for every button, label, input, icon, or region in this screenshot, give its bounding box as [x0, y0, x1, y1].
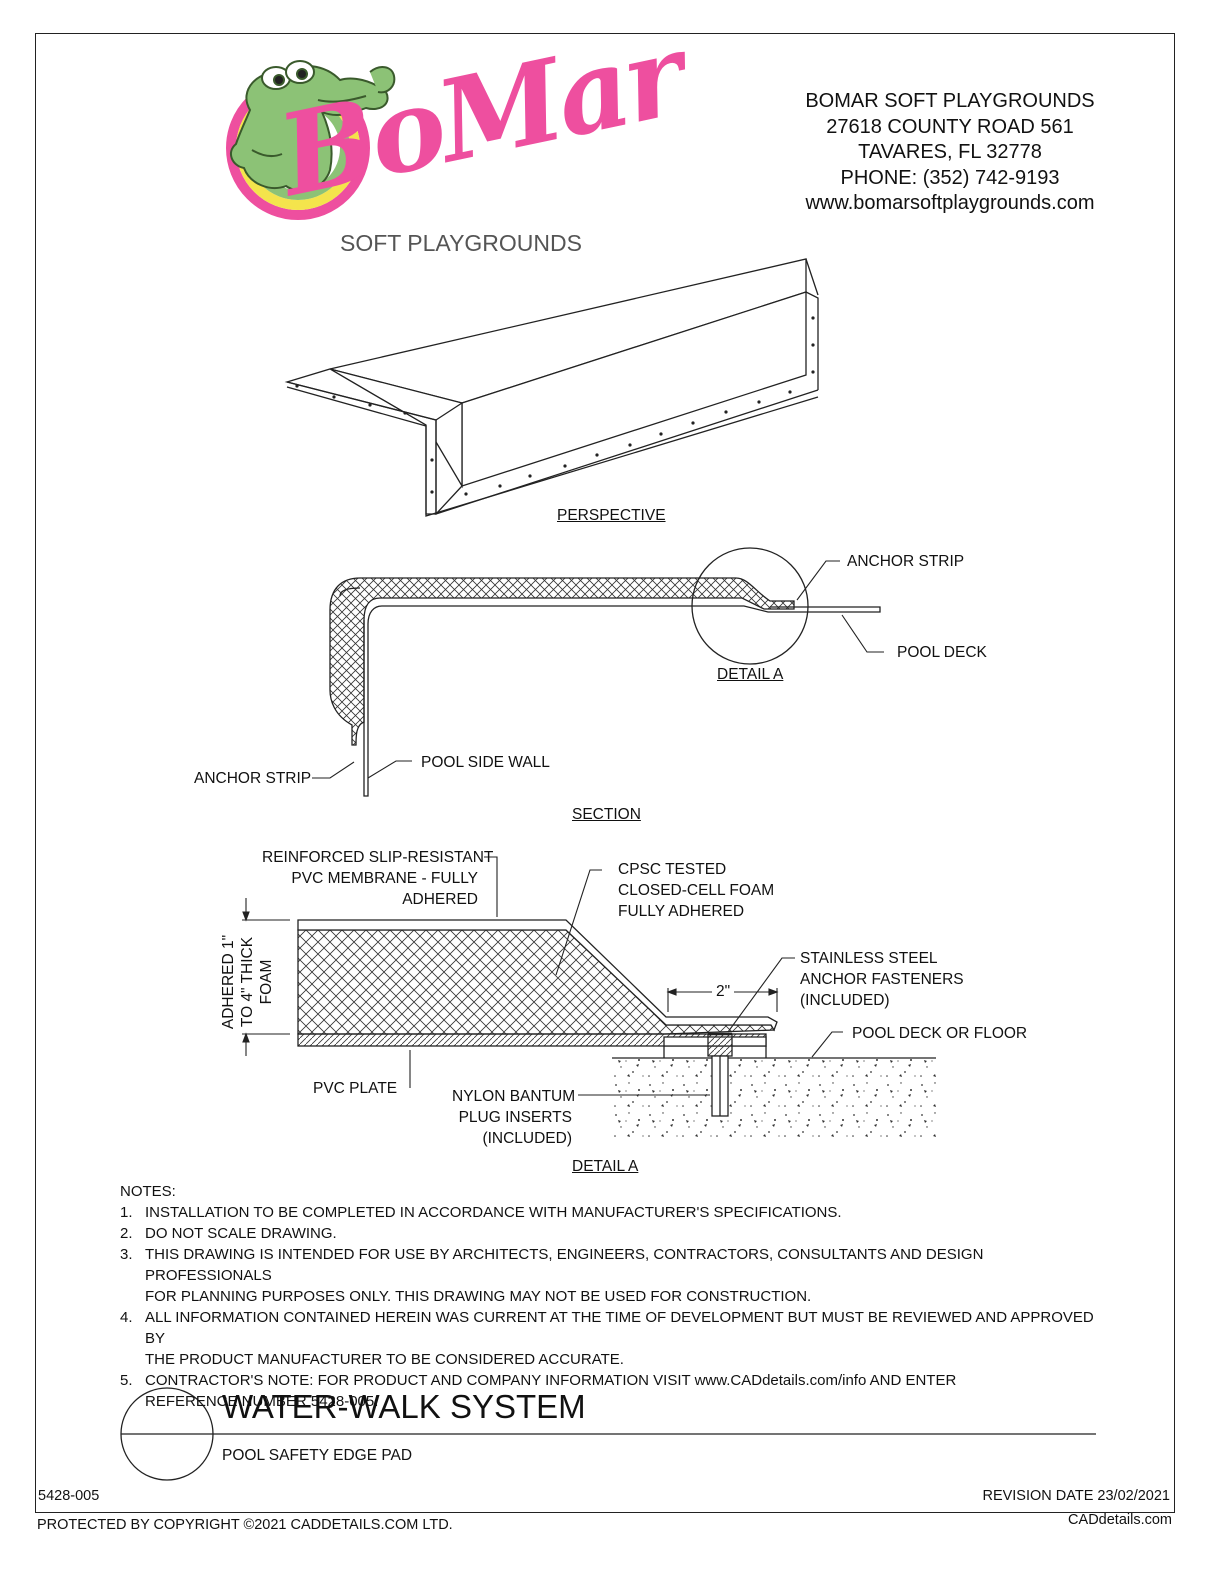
- detail-a-ref: DETAIL A: [717, 666, 784, 683]
- label-plugs: NYLON BANTUM PLUG INSERTS (INCLUDED): [452, 1088, 576, 1147]
- drawing-title: WATER-WALK SYSTEM: [222, 1388, 586, 1425]
- copyright: PROTECTED BY COPYRIGHT ©2021 CADDETAILS.…: [37, 1517, 453, 1533]
- label-thickness: ADHERED 1" TO 4" THICK FOAM: [220, 934, 275, 1030]
- note-item: 2. DO NOT SCALE DRAWING.: [120, 1225, 337, 1242]
- detail-leaders: [242, 856, 843, 1096]
- note-item: 5. CONTRACTOR'S NOTE: FOR PRODUCT AND CO…: [120, 1372, 957, 1410]
- section-title: SECTION: [572, 806, 641, 823]
- drawing-frame: [35, 33, 1175, 1513]
- label-pvc-plate: PVC PLATE: [313, 1080, 398, 1097]
- company-name: BOMAR SOFT PLAYGROUNDS: [805, 90, 1095, 112]
- detail-a-title: DETAIL A: [572, 1158, 639, 1175]
- perspective-view: [284, 258, 819, 517]
- label-dimension-2in: 2": [716, 983, 731, 1000]
- company-address-1: 27618 COUNTY ROAD 561: [826, 115, 1074, 138]
- label-anchor-strip-top: ANCHOR STRIP: [847, 553, 965, 570]
- title-block-graphic: [120, 1387, 1096, 1481]
- label-pool-deck: POOL DECK: [897, 644, 987, 661]
- label-fasteners: STAINLESS STEEL ANCHOR FASTENERS (INCLUD…: [800, 950, 964, 1009]
- label-pool-side-wall: POOL SIDE WALL: [421, 754, 550, 771]
- label-anchor-strip-side: ANCHOR STRIP: [194, 770, 312, 787]
- alligator-mascot-icon: [229, 60, 396, 192]
- label-foam: CPSC TESTED CLOSED-CELL FOAM FULLY ADHER…: [618, 861, 775, 920]
- label-deck-floor: POOL DECK OR FLOOR: [852, 1025, 1028, 1042]
- revision-date: REVISION DATE 23/02/2021: [982, 1488, 1170, 1504]
- section-leaders: [312, 560, 884, 779]
- company-address-2: TAVARES, FL 32778: [858, 141, 1042, 163]
- company-block: BOMAR SOFT PLAYGROUNDS 27618 COUNTY ROAD…: [760, 89, 1140, 217]
- note-item: 4. ALL INFORMATION CONTAINED HEREIN WAS …: [120, 1309, 1094, 1368]
- company-phone: PHONE: (352) 742-9193: [840, 166, 1060, 189]
- note-item: 1. INSTALLATION TO BE COMPLETED IN ACCOR…: [120, 1204, 842, 1221]
- drawing-subtitle: POOL SAFETY EDGE PAD: [222, 1447, 413, 1464]
- reference-number: 5428-005: [38, 1488, 100, 1504]
- note-item: 3. THIS DRAWING IS INTENDED FOR USE BY A…: [120, 1246, 984, 1305]
- notes-heading: NOTES:: [120, 1183, 176, 1200]
- section-view: [329, 547, 881, 797]
- detail-a-view: [297, 919, 936, 1141]
- caddetails-brand: CADdetails.com: [1068, 1512, 1172, 1528]
- logo-tagline: SOFT PLAYGROUNDS: [340, 230, 582, 256]
- perspective-title: PERSPECTIVE: [557, 507, 666, 524]
- label-membrane: REINFORCED SLIP-RESISTANT PVC MEMBRANE -…: [262, 849, 494, 908]
- notes-block: NOTES: 1. INSTALLATION TO BE COMPLETED I…: [120, 1181, 1110, 1412]
- company-website: www.bomarsoftplaygrounds.com: [805, 192, 1095, 214]
